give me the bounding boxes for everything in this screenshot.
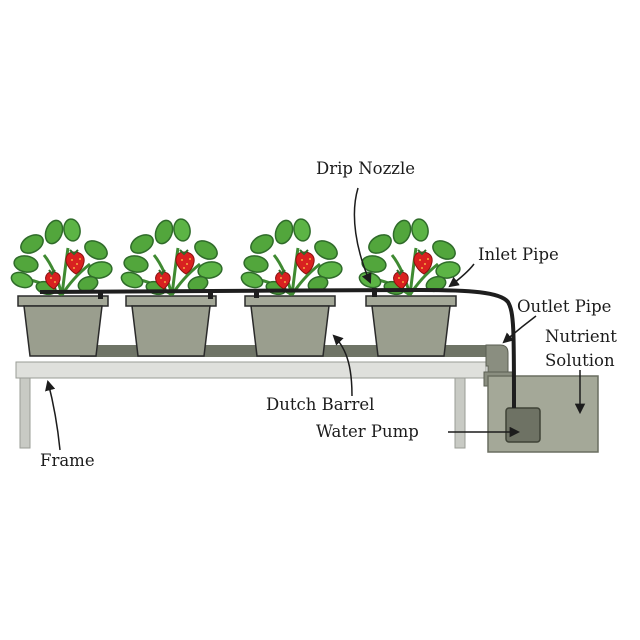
drip-nozzle-4 [372,288,377,297]
frame-table-top [15,361,487,379]
frame-leader [45,379,61,451]
label-frame: Frame [40,451,95,470]
label-dutch-barrel: Dutch Barrel [266,395,374,414]
drip-nozzle-3 [254,289,259,298]
dutch-barrel-pot-4 [365,295,457,357]
label-outlet-pipe: Outlet Pipe [517,297,611,316]
label-water-pump: Water Pump [316,422,419,441]
strawberry-plant-icon-2 [117,216,225,298]
strawberry-plant-icon-3 [237,216,345,298]
dutch-barrel-pot-3 [244,295,336,357]
strawberry-plant-icon-4 [355,216,463,298]
drip-nozzle-1 [98,290,103,299]
drip-nozzle-leader [353,187,372,284]
drip-nozzle-2 [208,290,213,299]
label-drip-nozzle: Drip Nozzle [316,159,415,178]
dutch-barrel-leader [332,334,353,397]
strawberry-plant-icon-1 [7,216,115,298]
frame-leg-right [454,377,466,449]
dutch-barrel-pot-2 [125,295,217,357]
label-inlet-pipe: Inlet Pipe [478,245,559,264]
label-solution: Solution [545,351,615,370]
inlet-pipe-leader [448,263,475,288]
frame-leg-left [19,377,31,449]
dutch-barrel-pot-1 [17,295,109,357]
label-nutrient: Nutrient [545,327,617,346]
nutrient-solution-tank [487,375,599,453]
water-pump [505,407,541,443]
inlet-pipe-hose [39,287,516,409]
outlet-pipe-leader [502,315,537,344]
